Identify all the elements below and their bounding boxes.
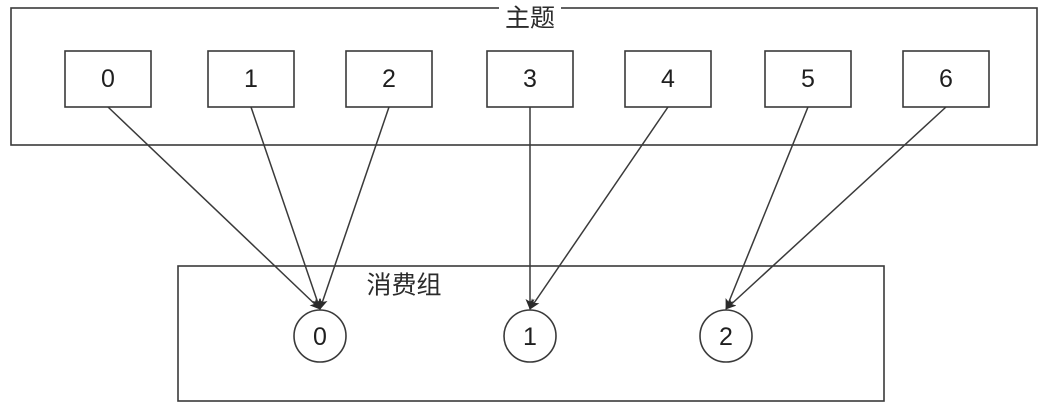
partition-box-2[interactable] xyxy=(345,50,433,108)
partition-box-0[interactable] xyxy=(64,50,152,108)
partition-node-5[interactable]: 5 xyxy=(764,50,852,108)
partition-node-0[interactable]: 0 xyxy=(64,50,152,108)
topic-title-backdrop xyxy=(498,1,562,35)
consumer-label-0: 0 xyxy=(313,323,327,351)
edge-partition-6-to-consumer-2 xyxy=(725,106,947,310)
consumer-node-2[interactable]: 2 xyxy=(699,309,753,363)
consumer-node-1[interactable]: 1 xyxy=(503,309,557,363)
consumer-circle-0[interactable] xyxy=(293,309,347,363)
partition-label-2: 2 xyxy=(382,65,396,93)
partition-node-1[interactable]: 1 xyxy=(207,50,295,108)
edge-partition-5-to-consumer-2 xyxy=(725,106,809,310)
partition-box-5[interactable] xyxy=(764,50,852,108)
consumer-group-title: 消费组 xyxy=(366,271,441,300)
consumer-group-title-backdrop xyxy=(360,268,448,302)
partition-label-0: 0 xyxy=(101,65,115,93)
partition-node-6[interactable]: 6 xyxy=(902,50,990,108)
partition-node-4[interactable]: 4 xyxy=(624,50,712,108)
partition-box-4[interactable] xyxy=(624,50,712,108)
partition-label-5: 5 xyxy=(801,65,815,93)
partition-node-2[interactable]: 2 xyxy=(345,50,433,108)
consumer-circle-1[interactable] xyxy=(503,309,557,363)
consumer-node-0[interactable]: 0 xyxy=(293,309,347,363)
partition-node-3[interactable]: 3 xyxy=(486,50,574,108)
topic-title-group: 主题 xyxy=(498,1,562,35)
consumer-label-1: 1 xyxy=(523,323,537,351)
consumer-layer: 0 1 2 xyxy=(293,309,753,363)
partition-label-3: 3 xyxy=(523,65,537,93)
partition-label-4: 4 xyxy=(661,65,675,93)
edge-partition-1-to-consumer-0 xyxy=(250,106,322,310)
edge-partition-2-to-consumer-0 xyxy=(318,106,390,310)
consumer-circle-2[interactable] xyxy=(699,309,753,363)
partition-box-6[interactable] xyxy=(902,50,990,108)
edge-partition-4-to-consumer-1 xyxy=(529,106,669,310)
edge-partition-0-to-consumer-0 xyxy=(107,106,321,310)
consumer-label-2: 2 xyxy=(719,323,733,351)
partition-label-6: 6 xyxy=(939,65,953,93)
partition-layer: 0 1 2 3 4 5 6 xyxy=(64,50,990,108)
partition-box-1[interactable] xyxy=(207,50,295,108)
consumer-group-title-group: 消费组 xyxy=(360,268,448,302)
partition-label-1: 1 xyxy=(244,65,258,93)
edge-layer xyxy=(107,106,947,310)
topic-title: 主题 xyxy=(505,4,555,33)
partition-box-3[interactable] xyxy=(486,50,574,108)
